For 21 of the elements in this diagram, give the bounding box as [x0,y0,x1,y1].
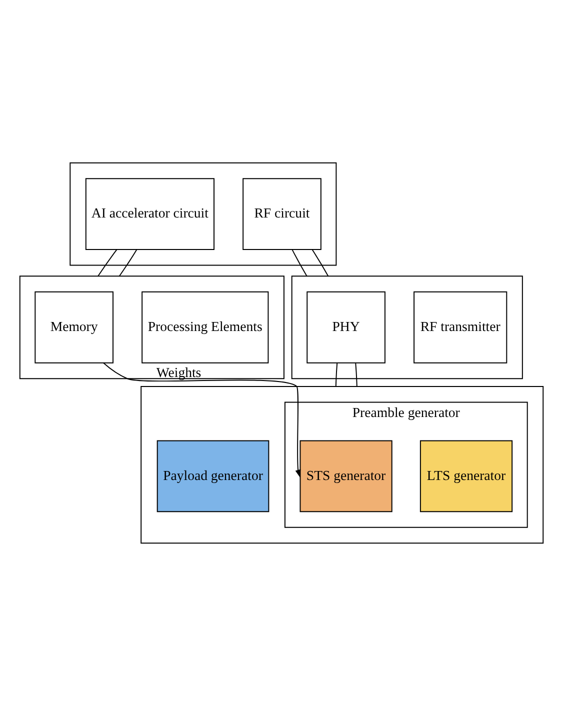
cluster [291,275,523,379]
arrow [102,362,301,478]
node-box: Processing Elements [142,290,269,363]
node-box: LTS generator [420,440,513,512]
node-box: PHY [306,290,386,363]
node-box: Memory [34,290,114,363]
cluster [70,162,337,266]
connector [98,248,118,276]
cluster [140,386,544,544]
node-box: RF transmitter [414,290,508,363]
connector [355,362,358,386]
node-box: Payload generator [156,440,270,512]
connector [292,248,308,276]
connector [312,248,329,276]
node-box: STS generator [300,440,392,512]
node-box: RF circuit [242,178,322,250]
edge-label: Weights [156,364,202,380]
connector [118,248,138,276]
node-box: AI accelerator circuit [85,178,214,250]
cluster [19,275,284,379]
connector [335,362,338,386]
